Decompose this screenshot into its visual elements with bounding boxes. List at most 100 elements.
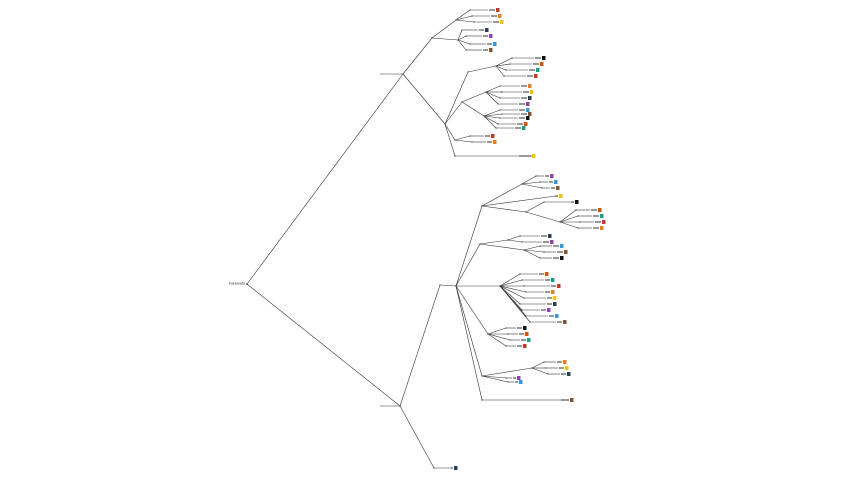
leaf-thumbnail-7 [542, 56, 546, 60]
leaf-label-36 [557, 251, 563, 253]
leaf-thumbnail-14 [526, 102, 530, 106]
leaf-thumbnail-54 [517, 376, 521, 380]
leaf-thumbnail-41 [551, 290, 555, 294]
tree-edge-1 [246, 283, 401, 407]
tree-edge-129 [531, 361, 545, 369]
leaf-label-37 [553, 257, 559, 259]
leaf-label-4 [483, 35, 488, 37]
leaf-label-17 [519, 117, 525, 119]
leaf-label-25 [549, 181, 553, 183]
leaf-thumbnail-53 [567, 372, 571, 376]
tree-edge-35 [461, 91, 487, 103]
leaf-label-31 [593, 227, 599, 229]
tree-edge-120 [487, 327, 507, 335]
leaf-label-39 [545, 279, 550, 281]
tree-edge-69 [455, 285, 483, 401]
leaf-thumbnail-43 [553, 302, 557, 306]
leaf-thumbnail-39 [551, 278, 555, 282]
root-label: Eukaryota [229, 282, 245, 286]
tree-edge-31 [495, 65, 507, 71]
leaf-label-21 [487, 141, 492, 143]
tree-edge-25 [444, 123, 456, 157]
tree-edge-98 [523, 249, 545, 253]
leaf-label-23 [451, 467, 453, 469]
leaf-label-55 [515, 381, 518, 383]
tree-edge-68 [455, 285, 483, 377]
tree-edge-7 [431, 37, 459, 41]
leaf-label-12 [523, 91, 529, 93]
tree-edge-78 [525, 201, 545, 213]
leaf-thumbnail-13 [528, 96, 532, 100]
leaf-label-34 [543, 241, 549, 243]
leaf-thumbnail-26 [556, 186, 560, 190]
leaf-thumbnail-3 [485, 28, 489, 32]
tree-edge-23 [444, 101, 463, 125]
leaf-thumbnail-17 [526, 116, 530, 120]
leaf-label-3 [479, 29, 484, 31]
leaf-thumbnail-38 [545, 272, 549, 276]
leaf-label-14 [519, 103, 525, 105]
leaf-label-48 [519, 333, 524, 335]
leaf-thumbnail-12 [530, 90, 534, 94]
leaf-thumbnail-15 [526, 108, 530, 112]
leaf-thumbnail-44 [547, 308, 551, 312]
leaf-label-53 [561, 373, 566, 375]
tree-edge-5 [402, 73, 446, 125]
leaf-label-40 [551, 285, 556, 287]
leaf-thumbnail-18 [524, 122, 528, 126]
leaf-label-27 [571, 201, 574, 203]
leaf-label-24 [545, 175, 549, 177]
tree-edge-87 [559, 221, 579, 229]
leaf-thumbnail-48 [525, 332, 529, 336]
leaf-label-16 [521, 113, 527, 115]
tree-edge-16 [457, 35, 467, 41]
tree-edge-70 [481, 183, 523, 207]
tree-edge-102 [499, 273, 521, 287]
leaf-thumbnail-2 [500, 20, 504, 24]
leaf-label-22 [519, 155, 531, 157]
leaf-thumbnail-40 [557, 284, 561, 288]
leaf-label-51 [557, 361, 562, 363]
leaf-label-52 [559, 367, 564, 369]
tree-edge-37 [485, 85, 501, 93]
leaf-thumbnail-8 [540, 62, 544, 66]
tree-edge-26 [467, 65, 497, 73]
leaf-thumbnail-55 [519, 380, 523, 384]
tree-edge-71 [481, 205, 527, 213]
tree-edge-61 [399, 405, 435, 469]
leaf-label-28 [591, 209, 597, 211]
tree-edge-45 [483, 109, 501, 117]
leaf-label-56 [561, 399, 569, 401]
tree-edge-41 [485, 91, 501, 99]
tree-edge-110 [499, 285, 525, 299]
leaf-label-15 [519, 109, 525, 111]
leaf-label-8 [533, 63, 539, 65]
leaf-label-47 [517, 327, 522, 329]
leaf-label-42 [547, 297, 552, 299]
tree-edge-104 [499, 279, 523, 287]
tree-edge-10 [455, 15, 473, 21]
leaf-thumbnail-22 [532, 154, 536, 158]
leaf-label-13 [521, 97, 527, 99]
leaf-label-35 [553, 245, 559, 247]
leaf-label-6 [483, 49, 488, 51]
leaf-label-2 [493, 21, 499, 23]
leaf-thumbnail-51 [563, 360, 567, 364]
tree-edge-126 [487, 333, 507, 347]
leaf-thumbnail-52 [565, 366, 569, 370]
leaf-label-41 [545, 291, 550, 293]
leaf-label-20 [485, 135, 490, 137]
tree-edge-4 [402, 37, 433, 75]
tree-edge-112 [499, 285, 521, 305]
tree-labels: Eukaryota [229, 282, 245, 286]
tree-edge-14 [457, 29, 463, 41]
leaf-thumbnail-36 [564, 250, 568, 254]
leaf-thumbnail-1 [498, 14, 502, 18]
leaf-thumbnail-27 [575, 200, 579, 204]
tree-edge-57 [454, 139, 473, 143]
tree-edge-118 [499, 285, 531, 323]
leaf-label-33 [541, 235, 547, 237]
tree-edge-124 [487, 333, 511, 341]
leaf-thumbnail-25 [554, 180, 558, 184]
tree-edge-92 [507, 235, 521, 241]
